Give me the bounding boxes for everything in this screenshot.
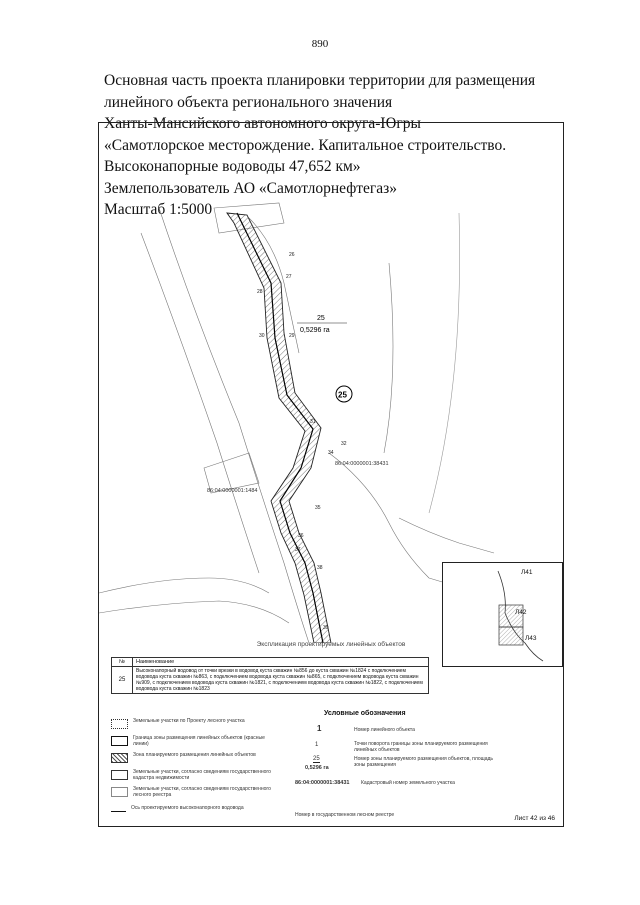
header-line: Землепользователь АО «Самотлорнефтегаз» — [104, 179, 398, 197]
red-line-swatch — [111, 736, 128, 746]
cadastral-number: 86:04:0000001:1484 — [207, 488, 257, 494]
legend-symbol: 1 — [317, 724, 322, 733]
legend-text: Номер в государственном лесном реестре — [295, 812, 395, 818]
point-label: 34 — [328, 450, 334, 456]
legend-item: Земельные участки, согласно сведениям го… — [111, 786, 273, 798]
inset-label: Л42 — [515, 609, 527, 616]
scale-label: Масштаб 1:5000 — [104, 201, 213, 218]
point-label: 36 — [298, 533, 304, 539]
point-label: 30 — [259, 333, 265, 339]
forest-swatch — [111, 787, 128, 797]
turning-point-labels: 26 27 28 29 30 31 32 34 35 36 37 38 39 — [257, 252, 347, 631]
legend-item: Земельные участки по Проекту лесного уча… — [111, 718, 273, 729]
legend-item: Граница зоны размещения линейных объекто… — [111, 735, 273, 747]
zone-number: 25 — [317, 315, 325, 322]
point-label: 39 — [323, 625, 329, 631]
header-line: Высоконапорные водоводы 47,652 км» — [104, 158, 361, 175]
explication-title: Экспликация проектируемых линейных объек… — [256, 641, 406, 648]
document-header: Основная часть проекта планировки террит… — [104, 70, 574, 221]
hatched-swatch — [111, 753, 128, 763]
explication-table: № Наименование 25 Высоконапорный водовод… — [111, 657, 429, 694]
table-header: Наименование — [132, 657, 429, 667]
point-label: 29 — [289, 333, 295, 339]
legend-item: Зона планируемого размещения линейных об… — [111, 752, 273, 763]
table-cell: Высоконапорный водовод от точки врезки в… — [132, 666, 429, 694]
linear-object-marker: 25 — [335, 385, 353, 403]
inset-label: Л43 — [525, 635, 537, 642]
legend-item: Ось проектируемого высоконапорного водов… — [111, 805, 311, 812]
legend-title: Условные обозначения — [324, 710, 406, 717]
dotted-swatch — [111, 719, 128, 729]
legend-text: Кадастровый номер земельного участка — [361, 780, 455, 786]
point-label: 35 — [315, 505, 321, 511]
legend-text: Зона планируемого размещения линейных об… — [133, 752, 256, 758]
header-line: Основная часть проекта планировки террит… — [104, 72, 536, 89]
legend-text: Номер зоны планируемого размещения объек… — [354, 756, 494, 768]
sheet-number: Лист 42 из 46 — [514, 815, 555, 822]
parcel-swatch — [111, 770, 128, 780]
legend-symbol: 86:04:0000001:38431 — [295, 780, 350, 786]
inset-label: Л41 — [521, 569, 533, 576]
legend-text: Земельные участки, согласно сведениям го… — [133, 769, 271, 781]
legend-text: Земельные участки, согласно сведениям го… — [133, 786, 271, 798]
cadastral-map: 25 0,5296 га 25 86:04:0000001:38431 86:0… — [99, 202, 495, 643]
legend-text: Граница зоны размещения линейных объекто… — [133, 735, 265, 747]
page-number: 890 — [311, 38, 329, 50]
zone-area: 0,5296 га — [300, 327, 330, 334]
table-header: № — [111, 657, 133, 667]
legend: Условные обозначения Земельные участки п… — [99, 708, 563, 826]
legend-text: Точки поворота границы зоны планируемого… — [354, 741, 488, 753]
overview-inset: Л41 Л42 Л43 — [442, 562, 563, 667]
legend-symbol: 1 — [315, 742, 319, 748]
point-label: 28 — [257, 289, 263, 295]
legend-symbol: 25 — [313, 756, 320, 763]
legend-symbol: 0,5296 га — [305, 765, 329, 771]
zone-label: 25 0,5296 га — [297, 315, 347, 334]
point-label: 38 — [317, 565, 323, 571]
point-label: 27 — [286, 274, 292, 280]
point-label: 32 — [341, 441, 347, 447]
legend-text: Номер линейного объекта — [354, 727, 415, 733]
legend-text: Ось проектируемого высоконапорного водов… — [131, 805, 244, 811]
explication-block: Экспликация проектируемых линейных объек… — [99, 641, 563, 694]
point-label: 26 — [289, 252, 295, 258]
point-label: 31 — [310, 419, 316, 425]
map-sheet-frame — [98, 122, 564, 827]
object-number: 25 — [338, 391, 347, 400]
overview-map — [497, 570, 544, 662]
axis-swatch — [111, 806, 126, 812]
legend-item: Земельные участки, согласно сведениям го… — [111, 769, 273, 781]
point-label: 37 — [295, 547, 301, 553]
cadastral-number: 86:04:0000001:38431 — [335, 461, 389, 467]
table-cell: 25 — [111, 666, 133, 694]
header-line: Ханты-Мансийского автономного округа-Югр… — [104, 115, 421, 132]
header-line: «Самотлорское месторождение. Капитальное… — [104, 136, 507, 154]
header-line: линейного объекта регионального значения — [104, 93, 393, 111]
legend-text: Земельные участки по Проекту лесного уча… — [133, 718, 245, 724]
